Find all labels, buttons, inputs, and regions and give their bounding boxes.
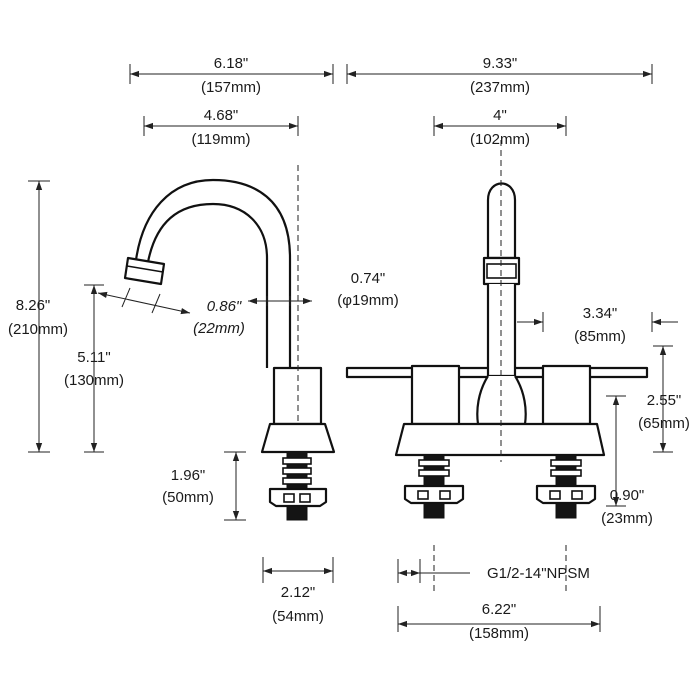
label-overall-width-inch: 9.33" (483, 55, 518, 72)
label-overall-width-mm: (237mm) (470, 79, 530, 96)
left-shank-assembly (403, 454, 465, 519)
front-view-faucet (345, 182, 649, 519)
label-spout-diameter-mm: (φ19mm) (337, 292, 398, 309)
left-handle (410, 364, 461, 426)
right-handle (541, 364, 592, 426)
dimension-lines (35, 70, 678, 628)
label-spout-height-inch: 5.11" (77, 349, 110, 366)
label-base-length-inch: 6.22" (482, 601, 517, 618)
front-base (394, 422, 606, 457)
label-base-width-mm: (54mm) (272, 608, 324, 625)
right-shank-assembly (535, 454, 597, 519)
side-nut (268, 487, 328, 508)
label-center-spread-inch: 4" (493, 107, 507, 124)
centerlines (297, 140, 567, 595)
label-handle-height-mm: (65mm) (638, 415, 690, 432)
label-nut-height-inch: 0.90" (610, 487, 645, 504)
label-shank-length-mm: (50mm) (162, 489, 214, 506)
label-aerator-diameter-mm: (22mm) (193, 320, 245, 337)
label-spout-reach-inch: 4.68" (204, 107, 239, 124)
label-spout-reach-total-mm: (157mm) (201, 79, 261, 96)
extension-lines (28, 64, 673, 632)
label-spout-height-mm: (130mm) (64, 372, 124, 389)
dim-line-aerator-diameter (97, 291, 191, 315)
label-spout-reach-total-inch: 6.18" (214, 55, 249, 72)
label-center-spread-mm: (102mm) (470, 131, 530, 148)
label-spout-reach-mm: (119mm) (192, 131, 251, 148)
label-handle-length-mm: (85mm) (574, 328, 626, 345)
side-view-faucet (123, 178, 336, 521)
label-base-length-mm: (158mm) (469, 625, 529, 642)
label-handle-length-inch: 3.34" (583, 305, 618, 322)
dimension-labels: 6.18" (157mm) 9.33" (237mm) 4.68" (119mm… (8, 55, 690, 642)
label-thread-spec: G1/2-14"NPSM (487, 565, 590, 582)
label-handle-height-inch: 2.55" (647, 392, 682, 409)
label-total-height-inch: 8.26" (16, 297, 51, 314)
label-aerator-diameter-inch: 0.86" (207, 298, 242, 315)
side-base (260, 422, 336, 454)
aerator-tip (123, 256, 166, 286)
label-spout-diameter-inch: 0.74" (351, 270, 386, 287)
label-total-height-mm: (210mm) (8, 321, 68, 338)
label-shank-length-inch: 1.96" (171, 467, 206, 484)
label-nut-height-mm: (23mm) (601, 510, 653, 527)
label-base-width-inch: 2.12" (281, 584, 316, 601)
